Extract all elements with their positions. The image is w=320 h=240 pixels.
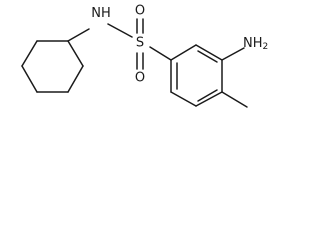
amino-label: NH2 [243,36,268,53]
ring-bond [67,40,84,67]
ring-double-bond [197,50,218,63]
nh-hydrogen: H [101,6,111,21]
ring-bond [195,44,223,61]
ring-bond [170,44,197,61]
ring-double-bond [197,89,218,102]
bond-ring-to-methyl [221,91,248,108]
amino-nh: NH [243,36,263,51]
benzene-ring [170,44,223,107]
nh-label: NH [91,6,111,21]
bond-ring-to-nh2 [221,47,245,61]
ring-bond [21,40,38,67]
cyclohexyl-ring [21,40,84,93]
bond-s-to-ring [149,46,172,61]
ring-bond [67,65,84,93]
chemical-structure-diagram: NH S O O NH2 [21,4,268,108]
sulfur-label: S [136,36,144,51]
oxygen-top-label: O [135,4,145,19]
oxygen-bottom-label: O [135,71,145,86]
bond-ring-to-nh [67,28,90,42]
ring-bond [195,91,223,107]
ring-bond [21,65,38,93]
bond-n-to-s [107,23,133,38]
nh-nitrogen: N [91,6,101,21]
ring-bond [170,91,197,107]
amino-subscript: 2 [263,42,269,52]
